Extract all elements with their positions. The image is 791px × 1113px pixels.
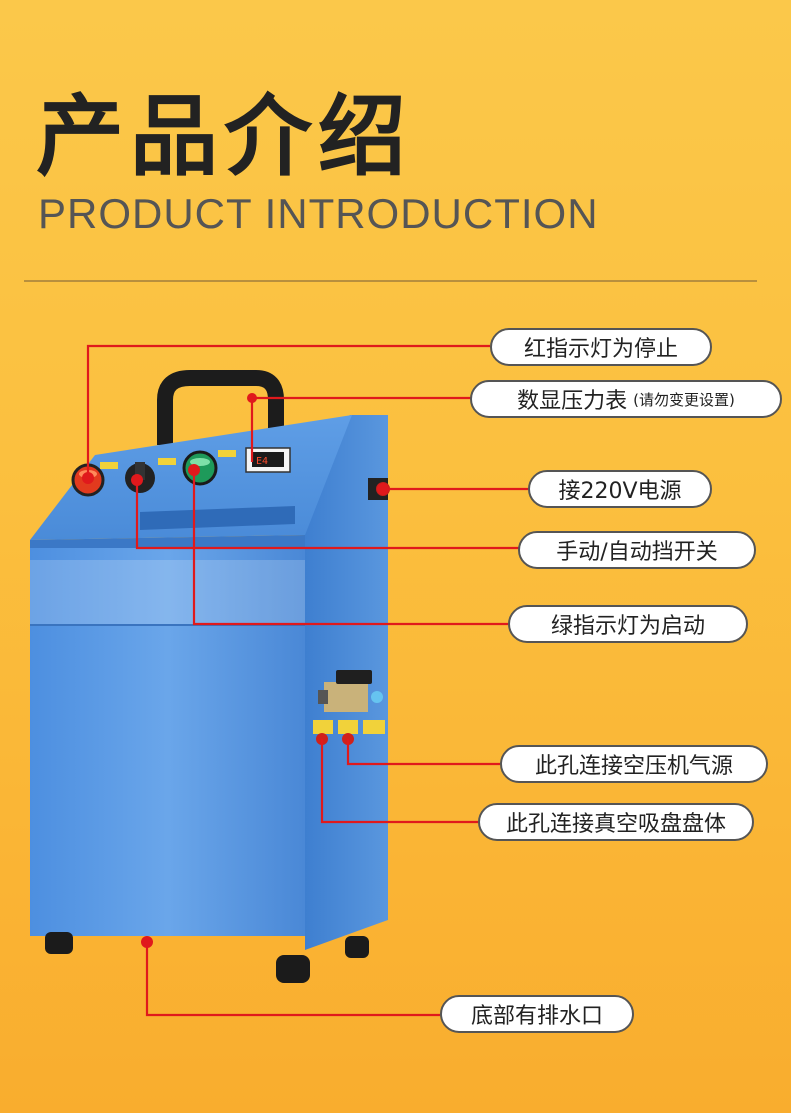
leader-red-light: [86, 344, 490, 475]
callout-vacuum-text: 此孔连接真空吸盘盘体: [505, 812, 726, 837]
callout-vacuum: 此孔连接真空吸盘盘体: [478, 803, 754, 841]
callout-green-light-text: 绿指示灯为启动: [550, 614, 705, 639]
machine-front-panel: [30, 548, 305, 936]
callout-gauge-note: (请勿变更设置): [633, 390, 735, 409]
svg-text:E4: E4: [256, 456, 268, 467]
callout-green-light: 绿指示灯为启动: [508, 605, 748, 643]
leader-switch: [135, 480, 520, 550]
leader-green-light: [192, 468, 508, 626]
page-subtitle: PRODUCT INTRODUCTION: [38, 190, 599, 237]
wheel: [276, 955, 310, 983]
callout-air-source-text: 此孔连接空压机气源: [534, 754, 733, 779]
callout-red-light-text: 红指示灯为停止: [523, 337, 678, 362]
wheel: [45, 932, 73, 954]
callout-switch: 手动/自动挡开关: [518, 531, 756, 569]
callout-gauge-text: 数显压力表: [517, 389, 628, 414]
callout-air-source: 此孔连接空压机气源: [500, 745, 768, 783]
callout-power: 接220V电源: [528, 470, 712, 508]
air-valve: [318, 670, 383, 712]
callout-red-light: 红指示灯为停止: [490, 328, 712, 366]
callout-gauge: 数显压力表 (请勿变更设置): [470, 380, 782, 418]
wheel: [345, 936, 369, 958]
leader-air-source: [346, 739, 500, 766]
page-title: 产品介绍: [36, 85, 413, 188]
carry-handle: [157, 370, 284, 445]
callout-drain: 底部有排水口: [440, 995, 634, 1033]
callout-switch-text: 手动/自动挡开关: [556, 540, 718, 565]
leader-vacuum: [320, 739, 478, 824]
callout-power-text: 接220V电源: [558, 479, 682, 504]
callout-drain-text: 底部有排水口: [470, 1004, 603, 1029]
title-divider: [24, 280, 757, 282]
leader-drain: [145, 942, 440, 1017]
